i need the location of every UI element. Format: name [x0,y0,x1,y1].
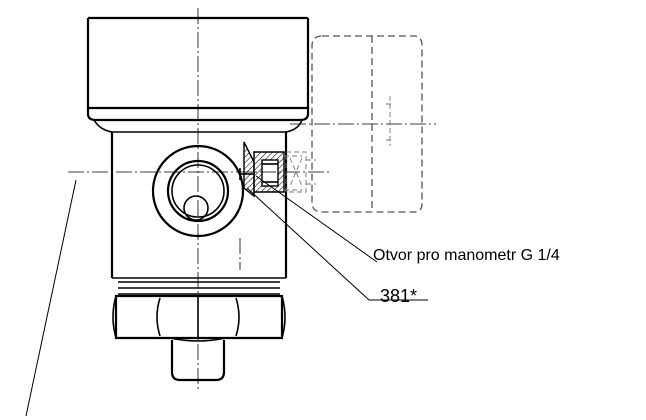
leader-lines [25,175,428,417]
hex-nut [112,281,286,342]
port-section [239,141,285,198]
manometer-port-label: Otvor pro manometr G 1/4 [373,247,560,264]
center-lines [68,8,436,392]
part-number-label: 381* [380,286,418,306]
